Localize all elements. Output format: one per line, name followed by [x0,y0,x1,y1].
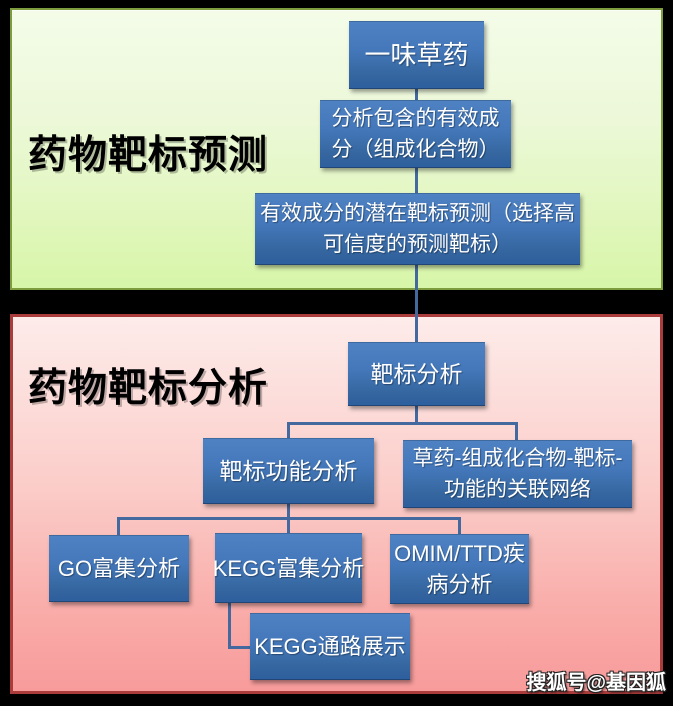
node-omim-ttd-line1: OMIM/TTD疾 [394,541,525,566]
node-target-function: 靶标功能分析 [203,438,374,504]
node-ingredients-line2: 分（组成化合物） [331,138,500,161]
node-association-network-line2: 功能的关联网络 [444,478,591,501]
node-kegg-pathway: KEGG通路展示 [250,613,410,680]
node-herb: 一味草药 [349,21,484,89]
connector-prediction-to-target-analysis [415,264,418,343]
node-omim-ttd-line2: 病分析 [426,572,493,597]
analysis-section-title: 药物靶标分析 [28,367,269,410]
node-kegg-enrichment-label: KEGG富集分析 [212,555,365,581]
connector-row2-horizontal [287,422,518,425]
node-omim-ttd: OMIM/TTD疾 病分析 [390,534,529,604]
connector-drop-omim [458,517,461,535]
connector-ingredients-to-prediction [415,167,418,194]
node-ingredients: 分析包含的有效成 分（组成化合物） [320,100,511,168]
watermark: 搜狐号@基因狐 [526,672,666,694]
node-target-analysis-label: 靶标分析 [370,360,463,387]
node-go-enrichment-label: GO富集分析 [57,556,181,581]
connector-drop-target-function [287,422,290,439]
connector-herb-to-ingredients [415,89,418,101]
node-target-analysis: 靶标分析 [348,342,485,406]
node-ingredients-line1: 分析包含的有效成 [331,107,500,130]
connector-kegg-elbow-vertical [228,602,231,649]
node-kegg-enrichment: KEGG富集分析 [212,533,365,603]
connector-target-analysis-stem [415,406,418,424]
connector-drop-association-network [515,422,518,441]
node-target-prediction-line2: 可信度的预测靶标） [323,233,512,256]
prediction-section-title: 药物靶标预测 [28,134,269,177]
node-go-enrichment: GO富集分析 [49,535,189,602]
connector-drop-go [117,517,120,536]
connector-kegg-elbow-horizontal [228,646,252,649]
node-target-prediction-line1: 有效成分的潜在靶标预测（选择高 [260,202,575,225]
node-association-network-line1: 草药-组成化合物-靶标- [412,447,623,470]
node-association-network: 草药-组成化合物-靶标- 功能的关联网络 [403,440,632,508]
node-target-function-label: 靶标功能分析 [219,457,358,484]
node-target-prediction: 有效成分的潜在靶标预测（选择高 可信度的预测靶标） [255,193,580,265]
node-herb-label: 一味草药 [364,39,469,70]
node-kegg-pathway-label: KEGG通路展示 [254,634,406,659]
connector-target-function-stem [287,503,290,520]
connector-drop-kegg [287,517,290,534]
